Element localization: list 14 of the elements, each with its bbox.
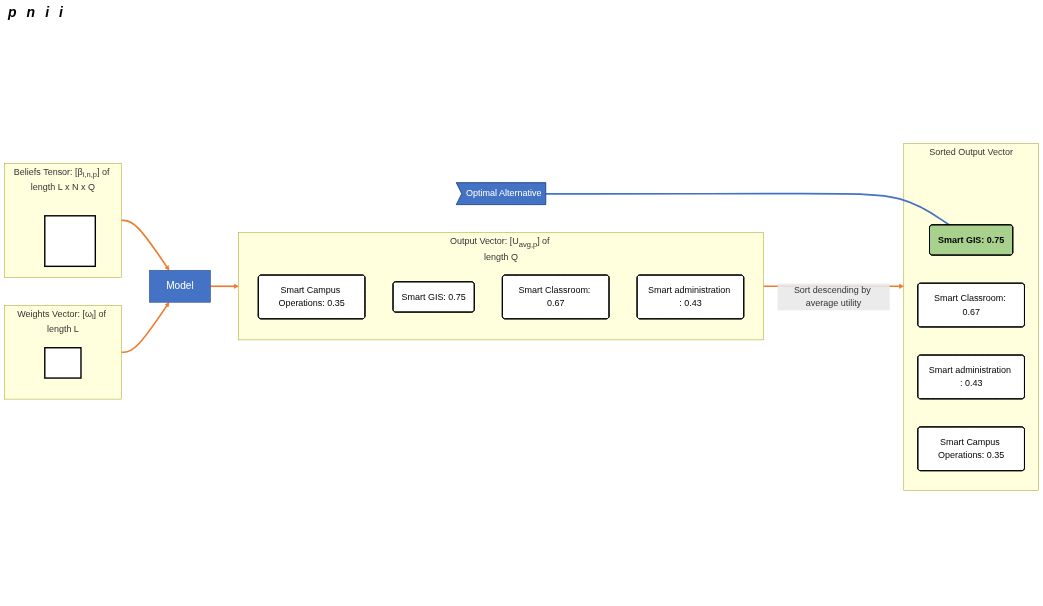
arrow	[120, 302, 170, 354]
arrow	[209, 283, 239, 289]
edge-label: Sort descending by average utility	[793, 285, 871, 309]
axis-letter: n	[26, 4, 36, 20]
node-box: Model	[149, 270, 211, 303]
node-bar	[44, 347, 82, 379]
axis-letter: p	[8, 4, 17, 20]
cluster: Beliefs Tensor: [β$_{i,n,p}$] of length L x N x Q	[4, 163, 122, 278]
axis-letter: i	[45, 4, 49, 20]
connector	[545, 192, 951, 226]
cluster: Weights Vector: [ω$_{i}$] of length L	[4, 305, 122, 400]
node-box	[44, 215, 96, 268]
axis-letter: i	[59, 4, 63, 20]
arrow	[120, 219, 170, 271]
